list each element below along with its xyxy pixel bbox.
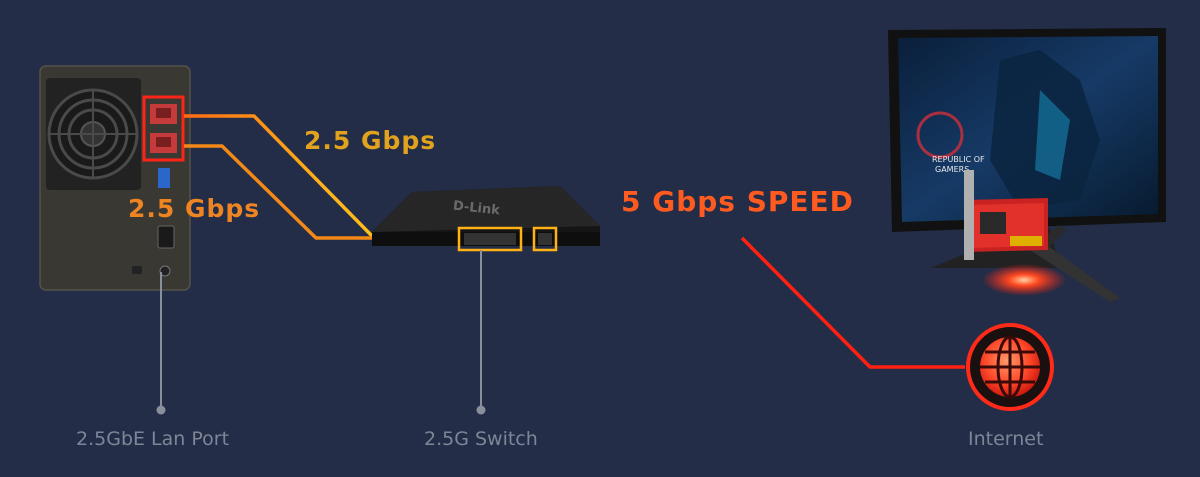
caption-internet: Internet <box>968 428 1044 450</box>
network-switch: D-Link <box>372 186 600 415</box>
network-card <box>964 170 1048 260</box>
nas-device <box>39 65 191 415</box>
switch-to-internet-link <box>740 236 965 369</box>
pc-link-speed: 5 Gbps SPEED <box>621 185 854 218</box>
caption-switch: 2.5G Switch <box>424 428 538 450</box>
nas-link-speed-top: 2.5 Gbps <box>304 126 437 155</box>
monitor-text-line2: GAMERS <box>935 165 969 174</box>
fan-icon <box>46 78 141 190</box>
switch-ports <box>457 226 558 252</box>
internet-globe-icon <box>966 323 1054 411</box>
nas-lan-ports <box>142 95 185 162</box>
switch-brand: D-Link <box>452 199 501 219</box>
gaming-monitor: REPUBLIC OF GAMERS <box>888 28 1166 302</box>
nas-link-speed-left: 2.5 Gbps <box>128 194 261 223</box>
caption-nas-port: 2.5GbE Lan Port <box>76 428 230 450</box>
monitor-text-line1: REPUBLIC OF <box>932 155 985 164</box>
